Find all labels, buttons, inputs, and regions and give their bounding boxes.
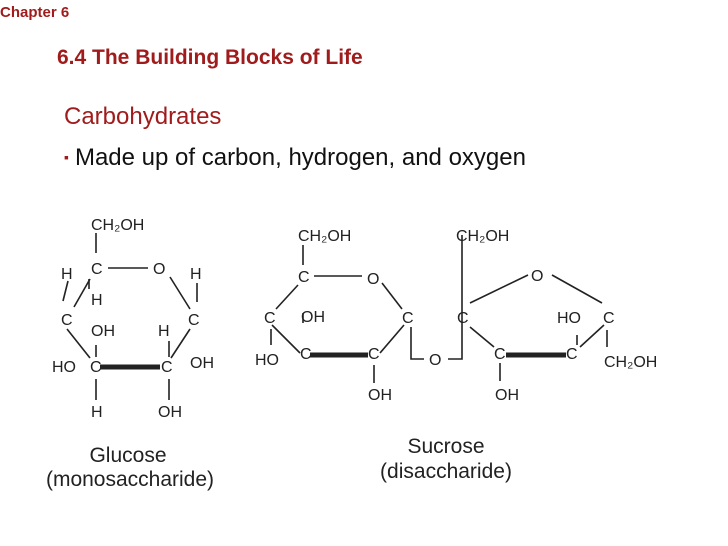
carbohydrate-structures: CH₂OH C O H H H C C OH H HO C C OH H OH … xyxy=(46,217,657,491)
bullet-text: Made up of carbon, hydrogen, and oxygen xyxy=(74,144,526,171)
sucrose-c: C xyxy=(566,346,578,363)
glucose-h: H xyxy=(91,292,103,309)
glucose-oh: OH xyxy=(158,404,182,421)
glucose-oh: OH xyxy=(190,355,214,372)
section-heading: Carbohydrates xyxy=(64,103,222,130)
bullet-square-icon: ▪ xyxy=(64,149,69,165)
sucrose-c: C xyxy=(457,310,469,327)
glucose-c1: C xyxy=(91,261,103,278)
glucose-h: H xyxy=(158,323,170,340)
sucrose-c: C xyxy=(603,310,615,327)
slide-title: 6.4 The Building Blocks of Life xyxy=(57,46,363,69)
sucrose-c: C xyxy=(300,346,312,363)
sucrose-type: (disaccharide) xyxy=(380,460,512,483)
glucose-h: H xyxy=(91,404,103,421)
sucrose-oh: OH xyxy=(301,309,325,326)
sucrose-c: C xyxy=(298,269,310,286)
sucrose-oh: OH xyxy=(368,387,392,404)
sucrose-c: C xyxy=(368,346,380,363)
sucrose-ho: HO xyxy=(557,310,581,327)
sucrose-ch2oh: CH₂OH xyxy=(298,228,351,245)
glucose-ho: HO xyxy=(52,359,76,376)
sucrose-structure xyxy=(270,235,608,383)
glucose-c: C xyxy=(188,312,200,329)
sucrose-c: C xyxy=(494,346,506,363)
chapter-label: Chapter 6 xyxy=(0,4,70,21)
glucose-c: C xyxy=(61,312,73,329)
glucose-ch2oh: CH₂OH xyxy=(91,217,144,234)
glucose-c: C xyxy=(161,359,173,376)
glucose-atoms: CH₂OH C O H H H C C OH H HO C C OH H OH xyxy=(52,217,214,421)
sucrose-ho: HO xyxy=(255,352,279,369)
sucrose-c: C xyxy=(402,310,414,327)
sucrose-atoms: CH₂OH C O C OH C HO C C O OH CH₂OH O C H… xyxy=(255,228,657,404)
sucrose-oh: OH xyxy=(495,387,519,404)
sucrose-glycosidic-o: O xyxy=(429,352,441,369)
glucose-structure xyxy=(62,233,198,400)
glucose-oh: OH xyxy=(91,323,115,340)
sucrose-name: Sucrose xyxy=(407,435,484,458)
sucrose-c: C xyxy=(264,310,276,327)
glucose-type: (monosaccharide) xyxy=(46,468,214,491)
sucrose-ch2oh: CH₂OH xyxy=(604,354,657,371)
bullet-item: ▪ Made up of carbon, hydrogen, and oxygen xyxy=(64,144,526,172)
glucose-h: H xyxy=(190,266,202,283)
sucrose-ring-o: O xyxy=(531,268,543,285)
sucrose-ch2oh: CH₂OH xyxy=(456,228,509,245)
glucose-ring-o: O xyxy=(153,261,165,278)
glucose-name: Glucose xyxy=(89,444,166,467)
glucose-h: H xyxy=(61,266,73,283)
sucrose-ring-o: O xyxy=(367,271,379,288)
glucose-c: C xyxy=(90,359,102,376)
